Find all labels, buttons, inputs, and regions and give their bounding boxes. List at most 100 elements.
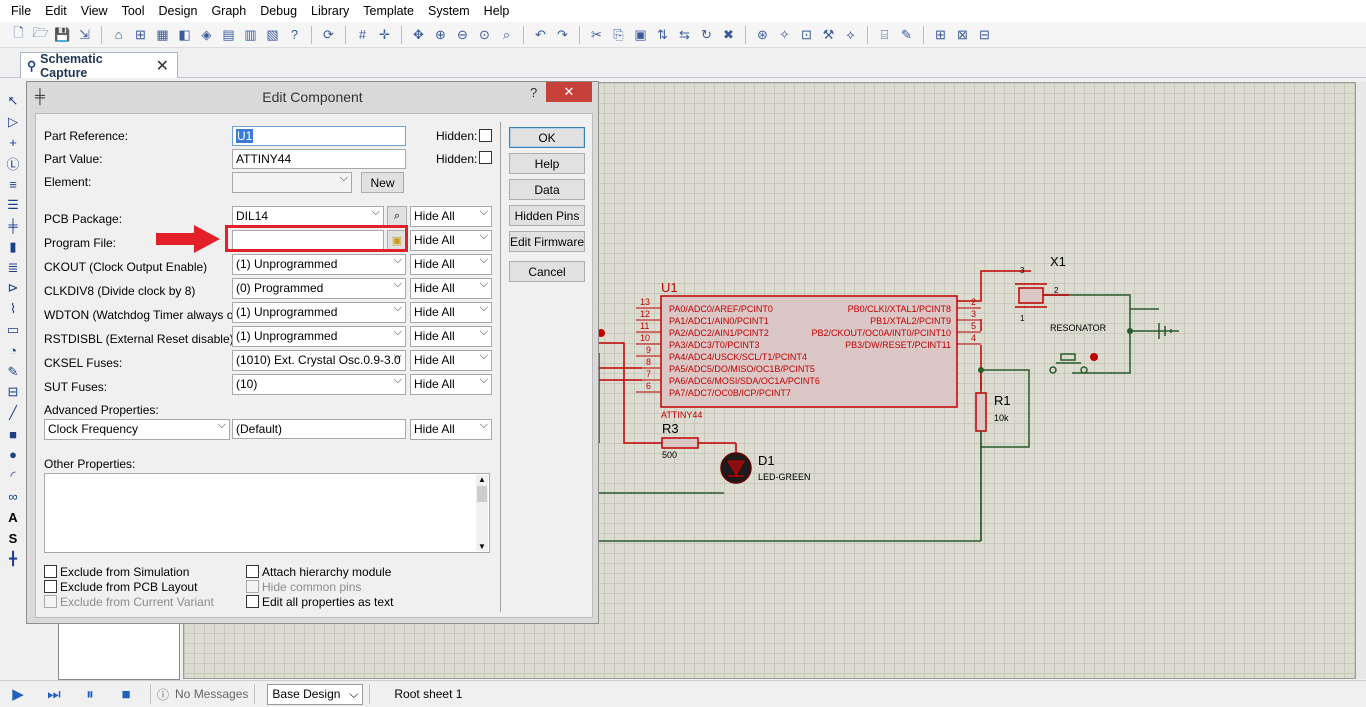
advanced-property-input[interactable]: (Default) xyxy=(232,419,406,439)
ref-hidden-checkbox[interactable] xyxy=(479,129,492,142)
data-button[interactable]: Data xyxy=(509,179,585,200)
terminals-icon[interactable]: ▮ xyxy=(9,238,17,254)
zoom-out-icon[interactable]: ⊖ xyxy=(457,26,468,42)
selection-mode-icon[interactable]: ↖ xyxy=(7,92,19,108)
cut-icon[interactable]: ✂ xyxy=(591,26,602,42)
virtual-instruments-icon[interactable]: ⊟ xyxy=(7,384,19,400)
make-device-icon[interactable]: ✧ xyxy=(779,26,790,42)
advanced-property-select[interactable]: Clock Frequency xyxy=(44,419,230,440)
bom-icon[interactable]: ▤ xyxy=(222,26,235,42)
advanced-visibility-select[interactable]: Hide All xyxy=(410,419,492,440)
component-icon[interactable]: ◈ xyxy=(201,26,212,42)
clkdiv8-visibility-select[interactable]: Hide All xyxy=(410,278,492,299)
import-icon[interactable]: ⇲ xyxy=(79,26,90,42)
origin-icon[interactable]: ✛ xyxy=(379,26,390,42)
block-delete-icon[interactable]: ✖ xyxy=(723,26,734,42)
scroll-thumb[interactable] xyxy=(477,486,487,502)
pcb-package-select[interactable]: DIL14 xyxy=(232,206,384,227)
chip-icon[interactable]: ▦ xyxy=(156,26,169,42)
property-tool-icon[interactable]: ✎ xyxy=(901,26,912,42)
save-icon[interactable]: 💾 xyxy=(54,26,71,42)
cancel-button[interactable]: Cancel xyxy=(509,261,585,282)
new-element-button[interactable]: New xyxy=(361,172,404,193)
exclude-variant-checkbox[interactable] xyxy=(44,595,57,608)
open-icon[interactable]: 🗁 xyxy=(32,24,49,40)
cksel-select[interactable]: (1010) Ext. Crystal Osc.0.9-3.0 MHz xyxy=(232,350,406,371)
rstdisbl-visibility-select[interactable]: Hide All xyxy=(410,326,492,347)
exclude-simulation-checkbox[interactable] xyxy=(44,565,57,578)
paste-icon[interactable]: ▣ xyxy=(634,26,647,42)
play-icon[interactable]: ▶ xyxy=(12,686,24,703)
ok-button[interactable]: OK xyxy=(509,127,585,148)
decompose-icon[interactable]: ⚒ xyxy=(822,26,835,42)
step-icon[interactable]: ⏭ xyxy=(47,685,61,703)
ckout-select[interactable]: (1) Unprogrammed xyxy=(232,254,406,275)
device-pins-icon[interactable]: ≣ xyxy=(7,259,19,275)
help-icon[interactable]: ? xyxy=(530,85,538,100)
graph-mode-icon[interactable]: ⊳ xyxy=(7,280,19,296)
report-icon[interactable]: ▧ xyxy=(266,26,279,42)
junction-dot-icon[interactable]: + xyxy=(9,135,17,151)
script-icon[interactable]: ▥ xyxy=(244,26,257,42)
menu-template[interactable]: Template xyxy=(363,4,414,18)
binoculars-icon[interactable]: ⌕ xyxy=(387,206,407,226)
reset-button[interactable] xyxy=(1049,353,1088,374)
copy-icon[interactable]: ⎘ xyxy=(613,26,624,42)
refresh-icon[interactable]: ⟳ xyxy=(323,26,334,42)
subcircuit-icon[interactable]: ╪ xyxy=(8,218,18,234)
other-properties-textarea[interactable]: ▲ ▼ xyxy=(44,473,490,553)
ckout-visibility-select[interactable]: Hide All xyxy=(410,254,492,275)
search-icon[interactable]: ⌸ xyxy=(880,26,889,42)
menu-tool[interactable]: Tool xyxy=(121,4,145,18)
wire-autorouter-icon[interactable]: ⟡ xyxy=(846,26,855,42)
cksel-visibility-select[interactable]: Hide All xyxy=(410,350,492,371)
menu-view[interactable]: View xyxy=(80,4,108,18)
stop-icon[interactable]: ■ xyxy=(121,685,131,703)
package-icon[interactable]: ⊡ xyxy=(801,26,812,42)
wire-label-icon[interactable]: Ⓛ xyxy=(6,156,20,172)
attach-hierarchy-checkbox[interactable] xyxy=(246,565,259,578)
line-icon[interactable]: ╱ xyxy=(9,405,17,421)
marker-icon[interactable]: ╋ xyxy=(9,550,17,566)
circle-icon[interactable]: ● xyxy=(9,447,17,463)
wdton-visibility-select[interactable]: Hide All xyxy=(410,302,492,323)
edit-firmware-button[interactable]: Edit Firmware xyxy=(509,231,585,252)
help-icon[interactable]: ? xyxy=(290,27,299,42)
sut-select[interactable]: (10) xyxy=(232,374,406,395)
delete-sheet-icon[interactable]: ⊠ xyxy=(957,26,968,42)
menu-system[interactable]: System xyxy=(427,4,470,18)
canvas-scrollbar[interactable] xyxy=(1356,82,1366,679)
sut-visibility-select[interactable]: Hide All xyxy=(410,374,492,395)
edit-as-text-checkbox[interactable] xyxy=(246,595,259,608)
textarea-scrollbar[interactable]: ▲ ▼ xyxy=(476,475,488,551)
current-probe-icon[interactable]: ✎ xyxy=(7,363,19,379)
gerber-icon[interactable]: ◧ xyxy=(178,26,191,42)
value-hidden-checkbox[interactable] xyxy=(479,151,492,164)
part-reference-input[interactable]: U1 xyxy=(232,126,406,146)
netlist-icon[interactable]: ⊟ xyxy=(979,26,990,42)
rstdisbl-select[interactable]: (1) Unprogrammed xyxy=(232,326,406,347)
menu-library[interactable]: Library xyxy=(311,4,350,18)
new-icon[interactable]: 🗋 xyxy=(13,24,24,40)
close-icon[interactable]: ✕ xyxy=(155,57,169,75)
r1-body[interactable] xyxy=(975,392,987,432)
wdton-select[interactable]: (1) Unprogrammed xyxy=(232,302,406,323)
voltage-probe-icon[interactable]: ◔ xyxy=(9,343,17,359)
path-icon[interactable]: ∞ xyxy=(8,489,18,505)
zoom-all-icon[interactable]: ⊙ xyxy=(479,26,490,42)
help-button[interactable]: Help xyxy=(509,153,585,174)
clkdiv8-select[interactable]: (0) Programmed xyxy=(232,278,406,299)
block-move-icon[interactable]: ⇆ xyxy=(679,26,690,42)
menu-graph[interactable]: Graph xyxy=(211,4,247,18)
text-script-icon[interactable]: ≡ xyxy=(9,176,17,192)
program-file-visibility-select[interactable]: Hide All xyxy=(410,230,492,251)
exclude-pcb-checkbox[interactable] xyxy=(44,580,57,593)
scroll-up-icon[interactable]: ▲ xyxy=(478,475,486,484)
home-icon[interactable]: ⌂ xyxy=(114,27,123,42)
pcb-icon[interactable]: ⊞ xyxy=(135,26,146,42)
message-area[interactable]: ⓘ No Messages xyxy=(157,686,248,703)
block-rotate-icon[interactable]: ↻ xyxy=(701,26,712,42)
menu-help[interactable]: Help xyxy=(483,4,510,18)
menu-design[interactable]: Design xyxy=(158,4,198,18)
r3-body[interactable] xyxy=(661,437,699,449)
